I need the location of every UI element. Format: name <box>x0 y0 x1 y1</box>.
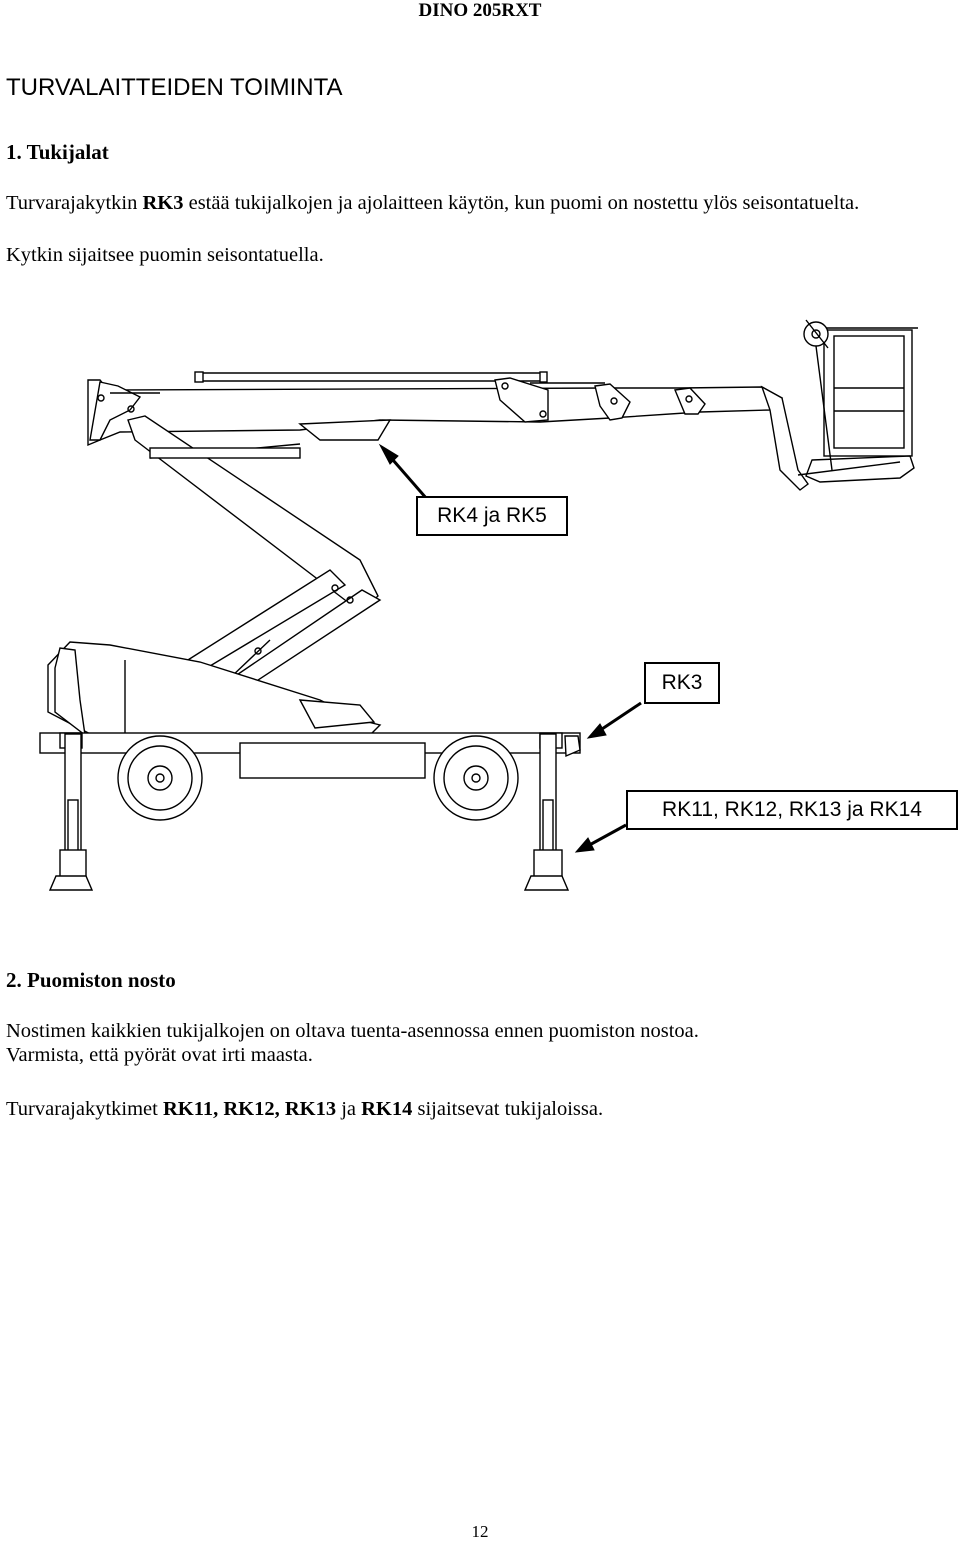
label-rk3: RK3 <box>644 662 720 704</box>
arrow-rk11-14 <box>574 823 627 853</box>
page-number: 12 <box>471 1522 489 1541</box>
arrow-rk3 <box>586 701 642 739</box>
chassis <box>39 641 581 779</box>
text-segment: Turvarajakytkimet <box>6 1098 163 1120</box>
wheel-front <box>433 735 519 821</box>
aerial-lift-drawing <box>39 319 918 891</box>
outrigger-rear <box>48 733 94 891</box>
label-rk4-rk5: RK4 ja RK5 <box>416 496 568 536</box>
document-header: DINO 205RXT <box>418 0 542 21</box>
paragraph-wheels-off-ground: Varmista, että pyörät ovat irti maasta. <box>6 1044 313 1066</box>
jib-arm <box>760 385 809 491</box>
paragraph-switch-location: Kytkin sijaitsee puomin seisontatuella. <box>6 244 324 266</box>
bold-term-rk11-13: RK11, RK12, RK13 <box>162 1098 337 1120</box>
paragraph-outriggers-required: Nostimen kaikkien tukijalkojen on oltava… <box>6 1020 699 1042</box>
page-title: TURVALAITTEIDEN TOIMINTA <box>6 74 343 101</box>
section-heading-tukijalat: 1. Tukijalat <box>6 140 109 164</box>
work-platform <box>797 319 918 483</box>
text-segment: sijaitsevat tukijaloissa. <box>412 1098 604 1120</box>
paragraph-rk-switches-location: Turvarajakytkimet RK11, RK12, RK13 ja RK… <box>6 1098 603 1121</box>
paragraph-rk3-description: Turvarajakytkin RK3 estää tukijalkojen j… <box>6 192 859 215</box>
section-heading-puomiston-nosto: 2. Puomiston nosto <box>6 968 176 992</box>
outrigger-front <box>523 733 570 891</box>
text-segment: ja <box>336 1098 362 1120</box>
text-segment: Turvarajakytkin <box>6 192 143 214</box>
label-rk11-rk14: RK11, RK12, RK13 ja RK14 <box>626 790 958 830</box>
wheel-rear <box>117 735 203 821</box>
bold-term-rk14: RK14 <box>361 1098 413 1120</box>
bold-term-rk3: RK3 <box>142 192 184 214</box>
text-segment: estää tukijalkojen ja ajolaitteen käytön… <box>183 192 860 214</box>
boom <box>87 371 784 447</box>
